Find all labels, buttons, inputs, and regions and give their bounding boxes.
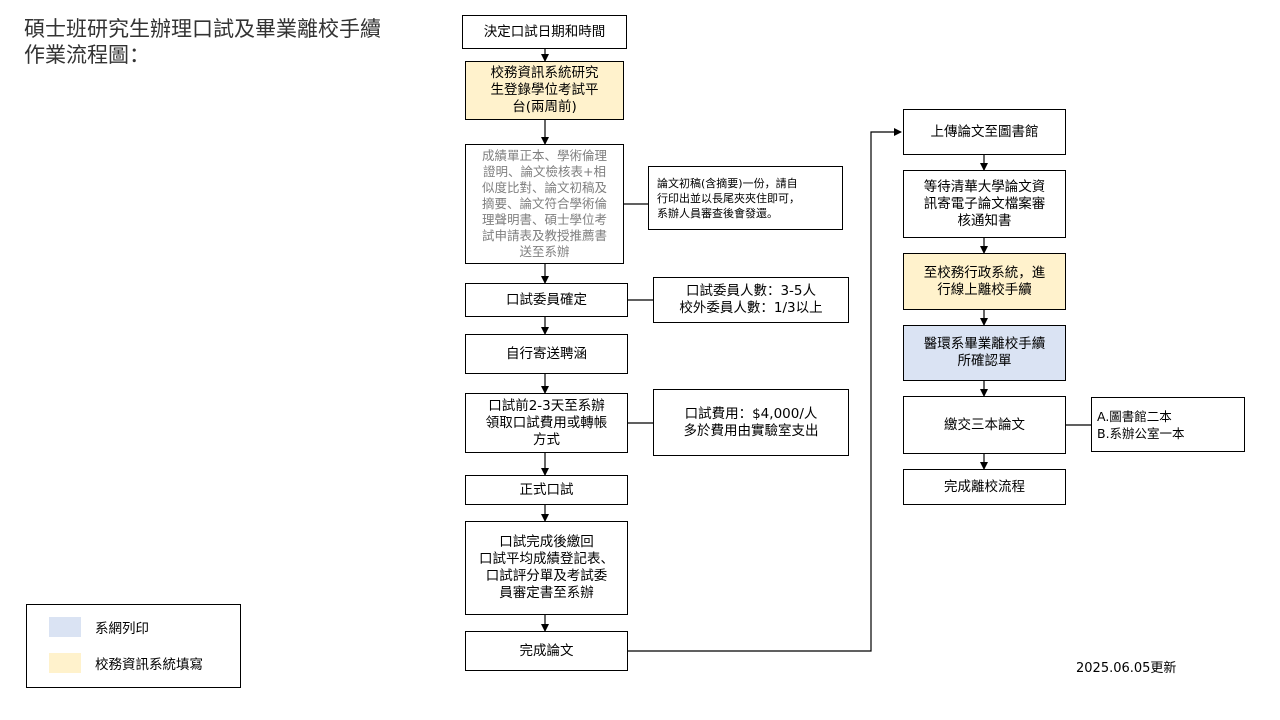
- legend-item-system: 校務資訊系統填寫: [49, 653, 203, 673]
- legend-label-system: 校務資訊系統填寫: [95, 657, 203, 673]
- step-submit-docs: 成績單正本、學術倫理 證明、論文檢核表+相 似度比對、論文初稿及 摘要、論文符合…: [465, 144, 624, 264]
- page-title: 碩士班研究生辦理口試及畢業離校手續 作業流程圖：: [24, 17, 381, 67]
- step-decide-date: 決定口試日期和時間: [462, 15, 627, 49]
- step-send-letters: 自行寄送聘涵: [465, 334, 628, 374]
- updated-date: 2025.06.05更新: [1076, 661, 1177, 676]
- note-copies: A.圖書館二本 B.系辦公室一本: [1091, 397, 1245, 452]
- step-committee: 口試委員確定: [465, 283, 628, 317]
- step-register-exam: 校務資訊系統研究 生登錄學位考試平 台(兩周前): [465, 61, 624, 120]
- note-fee: 口試費用：$4,000/人 多於費用由實驗室支出: [653, 389, 849, 456]
- step-wait-notice: 等待清華大學論文資 訊寄電子論文檔案審 核通知書: [903, 170, 1066, 238]
- step-finish: 完成離校流程: [903, 469, 1066, 505]
- step-return-forms: 口試完成後繳回 口試平均成績登記表、 口試評分單及考試委 員審定書至系辦: [465, 521, 628, 615]
- step-upload-library: 上傳論文至圖書館: [903, 109, 1066, 155]
- step-collect-fees: 口試前2-3天至系辦 領取口試費用或轉帳 方式: [465, 393, 628, 453]
- step-confirm-sheet: 醫環系畢業離校手續 所確認單: [903, 325, 1066, 381]
- legend-item-print: 系網列印: [49, 617, 149, 637]
- legend: 系網列印 校務資訊系統填寫: [26, 604, 241, 688]
- note-draft: 論文初稿(含摘要)一份，請自 行印出並以長尾夾夾住即可， 系辦人員審查後會發還。: [648, 166, 843, 230]
- step-online-leave: 至校務行政系統，進 行線上離校手續: [903, 253, 1066, 310]
- step-complete-thesis: 完成論文: [465, 631, 628, 671]
- step-submit-copies: 繳交三本論文: [903, 396, 1066, 454]
- legend-swatch-blue: [49, 617, 81, 637]
- note-committee: 口試委員人數：3-5人 校外委員人數：1/3以上: [653, 277, 849, 323]
- legend-swatch-yellow: [49, 653, 81, 673]
- legend-label-print: 系網列印: [95, 621, 149, 637]
- step-formal-exam: 正式口試: [465, 475, 628, 505]
- arrow-thesis-to-upload: [628, 128, 902, 652]
